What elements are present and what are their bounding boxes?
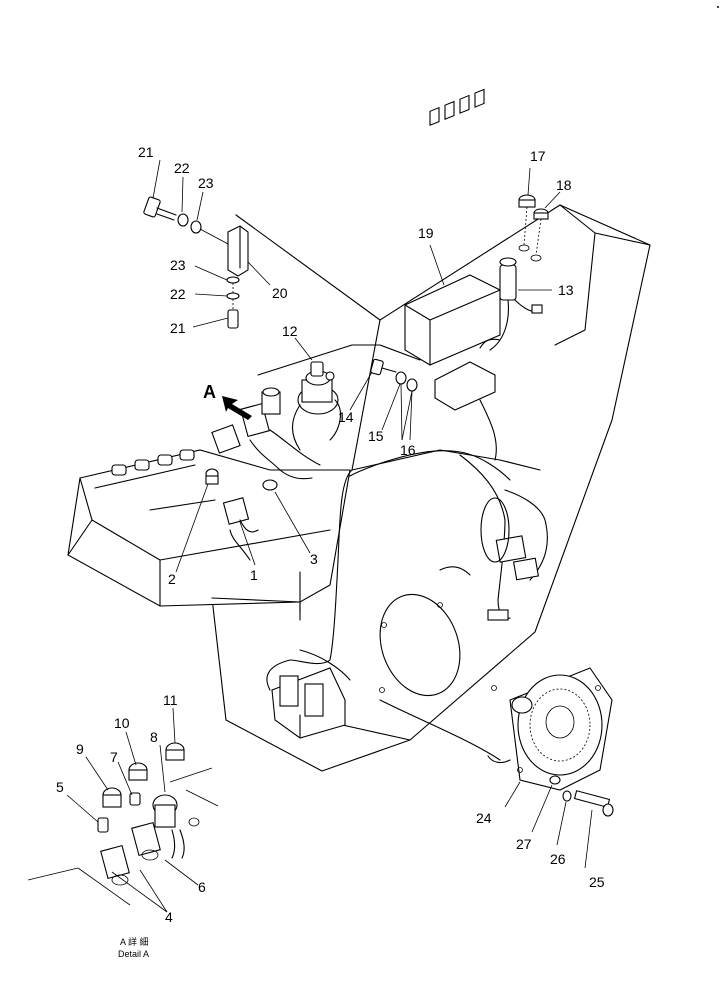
callout-13: 13: [558, 282, 574, 298]
callout-27: 27: [516, 836, 532, 852]
machine-body: [67, 204, 651, 772]
callout-7: 7: [110, 749, 118, 765]
callout-23-top: 23: [198, 175, 214, 191]
battery: [404, 88, 501, 411]
callout-24: 24: [476, 810, 492, 826]
leader-lines: [66, 159, 593, 913]
callout-2: 2: [168, 571, 176, 587]
callout-23-bottom: 23: [170, 257, 186, 273]
callout-25: 25: [589, 874, 605, 890]
callout-26: 26: [550, 851, 566, 867]
relay-block: [271, 667, 346, 739]
key-switch: [291, 361, 341, 451]
callout-14: 14: [338, 409, 354, 425]
callout-1: 1: [250, 567, 258, 583]
detail-caption-jp: A 詳 細: [120, 936, 149, 947]
callout-5: 5: [56, 779, 64, 795]
callout-21-top: 21: [138, 144, 154, 160]
callout-10: 10: [114, 715, 130, 731]
callout-8: 8: [150, 729, 158, 745]
horn-speaker: [509, 667, 614, 817]
callout-22-top: 22: [174, 160, 190, 176]
callout-labels: 1 2 3 4 5 6 7 8 9 10 11 12 13 14 15 16 1…: [56, 144, 605, 959]
callout-21-bottom: 21: [170, 320, 186, 336]
fuse-holder: [489, 257, 543, 351]
detail-caption-en: Detail A: [118, 949, 149, 959]
callout-3: 3: [310, 551, 318, 567]
detail-a-assembly: [27, 742, 219, 906]
caps-17-18: [518, 194, 549, 262]
callout-17: 17: [530, 148, 546, 164]
stray-dot: [717, 6, 719, 8]
switch-cluster: [205, 387, 321, 533]
hardware-upper-left: [143, 196, 249, 329]
connector-bracket: [480, 497, 540, 621]
callout-19: 19: [418, 225, 434, 241]
callout-9: 9: [76, 741, 84, 757]
callout-6: 6: [198, 879, 206, 895]
callout-11: 11: [163, 692, 178, 708]
hardware-mid: [370, 358, 418, 392]
view-letter-a: A: [203, 382, 216, 402]
callout-12: 12: [282, 323, 298, 339]
view-a-arrow: [222, 396, 252, 420]
callout-16: 16: [400, 442, 416, 458]
callout-18: 18: [556, 177, 572, 193]
callout-20: 20: [272, 285, 288, 301]
callout-4: 4: [165, 909, 173, 925]
callout-15: 15: [368, 428, 384, 444]
callout-22-bottom: 22: [170, 286, 186, 302]
